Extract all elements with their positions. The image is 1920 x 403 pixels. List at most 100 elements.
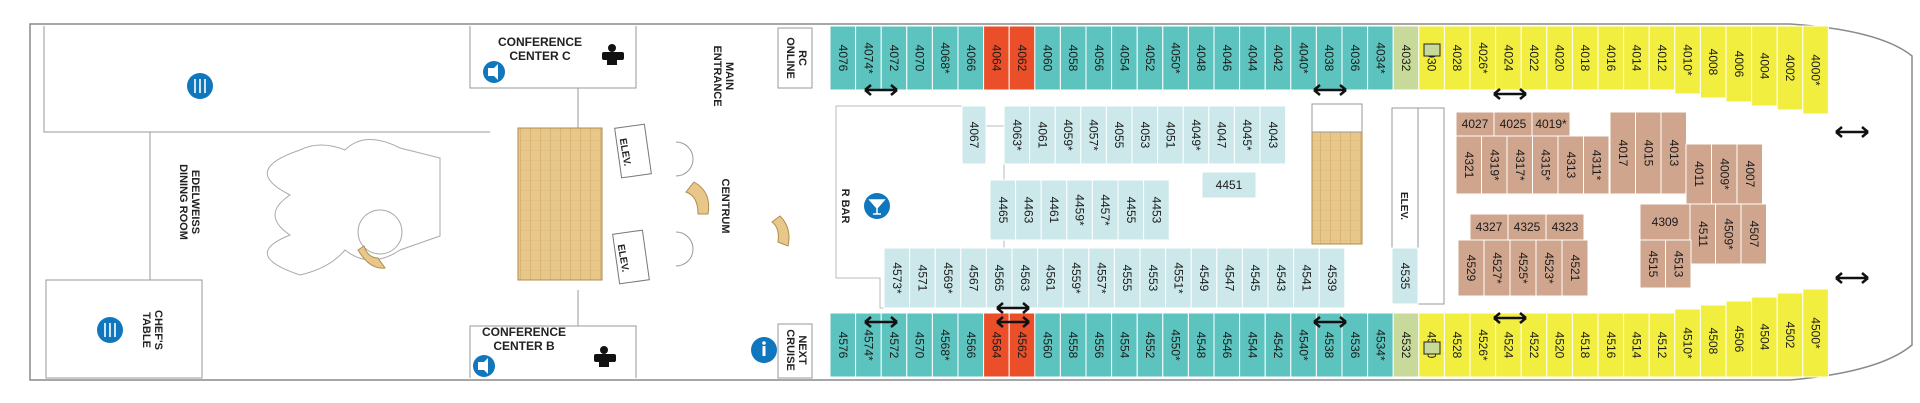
edelweiss-dining-room-label: EDELWEISS: [189, 170, 201, 234]
cocktail-icon: [864, 193, 890, 219]
cabin-4524: 4524: [1495, 312, 1522, 378]
cabin-4309: 4309: [1639, 203, 1691, 241]
cabin-number: 4062: [1015, 45, 1029, 72]
next-cruise-label-2: CRUISE: [784, 329, 796, 371]
cabin-4053: 4053: [1131, 105, 1159, 165]
cabin-4526: 4526*: [1469, 312, 1497, 378]
cabin-4327: 4327: [1469, 213, 1509, 241]
conference-center-c-room: [469, 26, 637, 130]
cabin-4038: 4038: [1315, 25, 1343, 91]
cabin-4025: 4025: [1493, 111, 1533, 137]
cabin-4508: 4508: [1699, 304, 1727, 378]
cabin-4054: 4054: [1111, 25, 1138, 91]
restroom-icon: [594, 346, 616, 367]
cabin-number: 4323: [1552, 220, 1579, 234]
cabin-number: 4555: [1120, 265, 1134, 292]
connecting-doors-layer: [864, 84, 1869, 328]
cabin-4563: 4563: [1011, 247, 1039, 309]
cabin-number: 4576: [836, 332, 850, 359]
elevator-icon: [1423, 341, 1441, 355]
cabin-number: 4067: [967, 122, 981, 149]
cabin-4520: 4520: [1546, 312, 1573, 378]
cabin-number: 4055: [1112, 122, 1126, 149]
cabin-number: 4529: [1464, 255, 1478, 282]
cabin-number: 4557*: [1095, 262, 1109, 294]
centrum-glass-elevator-upper: [675, 141, 694, 177]
cabin-number: 4049*: [1189, 119, 1203, 151]
cabin-number: 4559*: [1069, 262, 1083, 294]
cabin-number: 4463: [1021, 197, 1035, 224]
cabin-4018: 4018: [1571, 25, 1599, 91]
cabin-4010: 4010*: [1674, 25, 1701, 95]
cabin-number: 4048: [1194, 45, 1208, 72]
cabin-4070: 4070: [906, 25, 933, 91]
aft-staircase-wood: [1311, 131, 1363, 245]
cabin-4002: 4002: [1776, 25, 1804, 111]
cabin-number: 4507: [1747, 221, 1761, 248]
cabin-4513: 4513: [1665, 239, 1692, 289]
cabin-number: 4051: [1163, 122, 1177, 149]
cabin-number: 4534*: [1373, 329, 1387, 361]
edelweiss-dining-room-label-2: DINING ROOM: [177, 164, 189, 240]
cabin-number: 4535: [1398, 263, 1412, 290]
cabin-number: 4567: [967, 265, 981, 292]
cabin-4011: 4011: [1685, 143, 1712, 205]
cabin-4532: 4532: [1392, 312, 1420, 378]
cabin-number: 4042: [1271, 45, 1285, 72]
cabin-4548: 4548: [1187, 312, 1215, 378]
cabin-number: 4058: [1066, 45, 1080, 72]
cabin-number: 4061: [1035, 122, 1049, 149]
cabin-number: 4553: [1146, 265, 1160, 292]
cabin-number: 4544: [1245, 332, 1259, 359]
cabin-4049: 4049*: [1182, 105, 1210, 165]
cabin-number: 4070: [913, 45, 927, 72]
cabin-4525: 4525*: [1509, 239, 1537, 297]
centrum-label: CENTRUM: [719, 179, 731, 234]
cabin-4006: 4006: [1725, 25, 1753, 103]
cabin-number: 4014: [1629, 45, 1643, 72]
cabin-number: 4500*: [1809, 317, 1823, 349]
cabin-4063: 4063*: [1003, 105, 1031, 165]
cabin-4032: 4032: [1392, 25, 1420, 91]
cabin-number: 4451: [1216, 178, 1243, 192]
cabin-number: 4502: [1783, 322, 1797, 349]
cabin-number: 4019*: [1535, 117, 1567, 131]
cabin-4042: 4042: [1264, 25, 1292, 91]
cabin-number: 4010*: [1681, 44, 1695, 76]
cabin-4572: 4572: [880, 312, 908, 378]
cabin-4072: 4072: [880, 25, 908, 91]
cabin-4463: 4463: [1015, 179, 1042, 241]
cabin-number: 4516: [1604, 332, 1618, 359]
cabin-4007: 4007: [1736, 143, 1763, 205]
cabin-4325: 4325: [1507, 213, 1547, 241]
cabin-number: 4327: [1476, 220, 1503, 234]
cabin-number: 4508: [1706, 328, 1720, 355]
elevator-label-aft: ELEV.: [1398, 192, 1409, 220]
cabin-4058: 4058: [1059, 25, 1087, 91]
round-table-feature: [357, 209, 403, 255]
cabin-number: 4520: [1553, 332, 1567, 359]
cabin-number: 4565: [992, 265, 1006, 292]
cabin-4315: 4315*: [1532, 135, 1559, 195]
cabin-4046: 4046: [1213, 25, 1241, 91]
cabin-4561: 4561: [1037, 247, 1064, 309]
cabin-number: 4046: [1220, 45, 1234, 72]
rc-online-label: RC: [796, 50, 808, 66]
cabin-4553: 4553: [1139, 247, 1167, 309]
cabin-number: 4548: [1194, 332, 1208, 359]
cabin-4565: 4565: [985, 247, 1013, 309]
next-cruise-label: NEXT: [796, 335, 808, 365]
cabin-4047: 4047: [1208, 105, 1235, 165]
cabin-number: 4050*: [1169, 42, 1183, 74]
rc-online-box: [777, 27, 813, 89]
cabin-4562: 4562: [1008, 312, 1036, 378]
cabin-4050: 4050*: [1162, 25, 1189, 91]
cabin-number: 4063*: [1010, 119, 1024, 151]
cabin-4045: 4045*: [1233, 105, 1261, 165]
cabin-4545: 4545: [1241, 247, 1269, 309]
cabin-number: 4008: [1706, 49, 1720, 76]
connecting-door-arrow-icon: [1493, 88, 1527, 100]
cabin-number: 4054: [1117, 45, 1131, 72]
